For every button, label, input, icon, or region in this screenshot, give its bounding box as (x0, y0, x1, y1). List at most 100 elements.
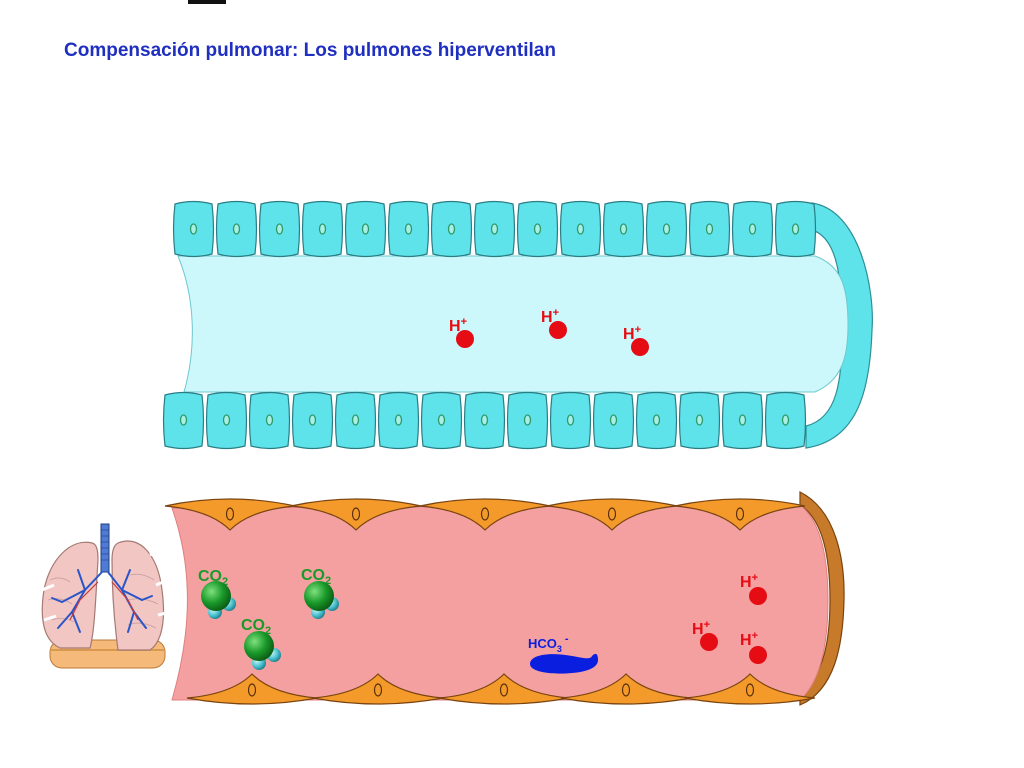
cell-nucleus (404, 223, 413, 235)
proton-charge: + (553, 307, 559, 319)
endothelial-cell (312, 673, 444, 705)
alveolar-cell (344, 200, 387, 258)
cell-nucleus (480, 507, 490, 521)
alveolus: H+ H+ H+ (162, 200, 873, 450)
alveolar-cell (430, 200, 473, 258)
endothelial-cell (674, 498, 806, 531)
alveolar-cell (645, 200, 688, 258)
cell-nucleus (705, 223, 714, 235)
cell-nucleus (275, 223, 284, 235)
endothelial-cell (438, 673, 570, 705)
alveolar-cell (473, 200, 516, 258)
lungs-icon (41, 523, 171, 669)
bicarbonate: HCO3- (528, 633, 598, 674)
alveolar-cell (420, 391, 463, 450)
cell-nucleus (695, 414, 704, 426)
alveolar-cells-top (172, 200, 817, 258)
cell-nucleus (351, 414, 360, 426)
cell-nucleus (179, 414, 188, 426)
alveolar-cell (764, 391, 807, 450)
svg-text:CO2: CO2 (301, 567, 331, 587)
endothelial-cell (560, 673, 692, 705)
capillary: CO2 CO2 CO2 HCO3- H+ H+ (164, 491, 845, 706)
bicarbonate-subscript: 3 (557, 644, 562, 654)
capillary-proton-2: H+ (692, 619, 718, 651)
cell-nucleus (609, 414, 618, 426)
capillary-proton-3: H+ (740, 630, 767, 664)
cell-nucleus (447, 223, 456, 235)
svg-text:H+: H+ (692, 619, 710, 638)
cell-nucleus (735, 507, 745, 521)
svg-text:H+: H+ (623, 324, 641, 343)
alveolus-lumen (177, 255, 849, 393)
alveolar-cell (334, 391, 377, 450)
proton-symbol: H (740, 574, 752, 591)
co2-subscript: 2 (265, 625, 271, 637)
alveolar-cell (248, 391, 291, 450)
svg-text:HCO3-: HCO3- (528, 633, 569, 654)
cell-nucleus (189, 223, 198, 235)
right-lung (111, 540, 165, 651)
cell-nucleus (222, 414, 231, 426)
cell-nucleus (225, 507, 235, 521)
co2-subscript: 2 (222, 576, 228, 588)
alveolus-proton-1: H+ (449, 316, 474, 348)
cell-nucleus (791, 223, 800, 235)
alveolus-proton-3: H+ (623, 324, 649, 356)
co2-molecule-2: CO2 (301, 567, 339, 619)
cell-nucleus (621, 683, 631, 697)
cell-nucleus (781, 414, 790, 426)
cell-nucleus (247, 683, 257, 697)
svg-text:CO2: CO2 (198, 568, 228, 588)
cell-nucleus (745, 683, 755, 697)
cell-nucleus (652, 414, 661, 426)
alveolar-cell (215, 200, 258, 258)
alveolar-cell (602, 200, 645, 258)
endothelial-cell (164, 498, 296, 531)
co2-molecule-3: CO2 (241, 617, 281, 670)
alveolar-cell (205, 391, 248, 450)
alveolar-cell (549, 391, 592, 450)
alveolar-cell (291, 391, 334, 450)
alveolar-cell (688, 200, 731, 258)
cell-nucleus (394, 414, 403, 426)
cell-nucleus (490, 223, 499, 235)
cell-nucleus (748, 223, 757, 235)
endothelial-cells (164, 498, 816, 705)
cell-nucleus (373, 683, 383, 697)
alveolar-cell (172, 200, 215, 258)
cell-nucleus (662, 223, 671, 235)
alveolar-cell (301, 200, 344, 258)
proton-charge: + (704, 619, 710, 631)
alveolar-cell (387, 200, 430, 258)
bicarbonate-charge: - (565, 633, 569, 645)
alveolar-cell (721, 391, 764, 450)
bicarbonate-shape (530, 653, 598, 674)
cell-nucleus (351, 507, 361, 521)
svg-text:H+: H+ (541, 307, 559, 326)
cell-nucleus (607, 507, 617, 521)
endothelial-cell (186, 673, 318, 705)
alveolar-cell (559, 200, 602, 258)
alveolar-cell (506, 391, 549, 450)
cell-nucleus (265, 414, 274, 426)
cell-nucleus (499, 683, 509, 697)
cell-nucleus (533, 223, 542, 235)
capillary-proton-1: H+ (740, 572, 767, 605)
alveolar-cell (516, 200, 559, 258)
alveolar-cell (258, 200, 301, 258)
proton-charge: + (461, 316, 467, 328)
cell-nucleus (437, 414, 446, 426)
endothelial-cell (684, 673, 816, 705)
cell-nucleus (308, 414, 317, 426)
alveolar-cell (678, 391, 721, 450)
proton-charge: + (635, 324, 641, 336)
alveolar-cell (592, 391, 635, 450)
proton-symbol: H (692, 621, 704, 638)
page-title: Compensación pulmonar: Los pulmones hipe… (64, 40, 556, 61)
alveolar-cells-bottom (162, 391, 807, 450)
proton-symbol: H (740, 632, 752, 649)
co2-formula: CO (301, 567, 325, 584)
alveolar-cell (774, 200, 817, 258)
